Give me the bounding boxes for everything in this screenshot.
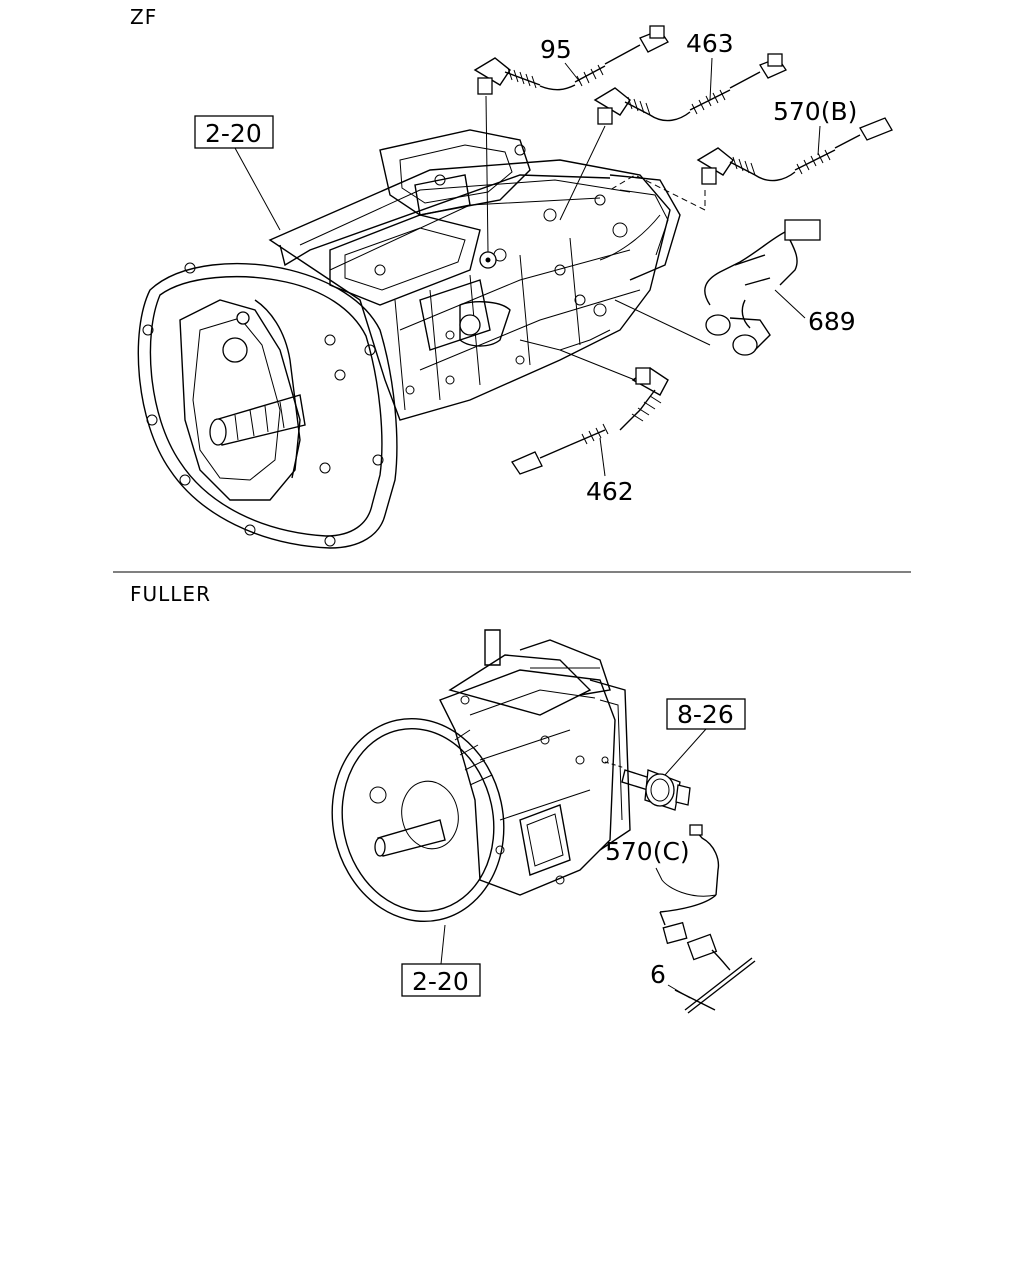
zf-sensor-462-illustration: [511, 349, 669, 475]
zf-harness-689-illustration: [614, 219, 821, 356]
callout-689: 689: [808, 307, 856, 336]
zf-sensor-463-illustration: [559, 53, 787, 221]
callout-462: 462: [586, 477, 634, 506]
callout-570c: 570(C): [605, 837, 690, 866]
zf-transmission-illustration: [137, 129, 681, 549]
callout-463: 463: [686, 29, 734, 58]
zf-section-title: ZF: [130, 5, 157, 29]
zf-ref-label: 2-20: [205, 119, 262, 148]
fuller-ref-bottom-label: 2-20: [412, 967, 469, 996]
zf-sensor-570b-illustration: [609, 117, 893, 211]
zf-callouts: 2-20 95 463 570(B) 689 462: [194, 29, 857, 506]
fuller-callouts: 8-26 2-20 570(C) 6: [401, 698, 746, 999]
fuller-section-title: FULLER: [130, 582, 211, 606]
fuller-ref-box-8-26: [666, 698, 746, 730]
callout-6: 6: [650, 960, 666, 989]
callout-95: 95: [540, 35, 572, 64]
zf-sensor-95-illustration: [473, 25, 669, 253]
fuller-transmission-illustration: [331, 629, 631, 923]
fuller-ref-top-label: 8-26: [677, 700, 734, 729]
zf-ref-box-2-20: [194, 115, 274, 149]
fuller-sensor-illustration: [621, 769, 756, 1014]
callout-570b: 570(B): [773, 97, 857, 126]
